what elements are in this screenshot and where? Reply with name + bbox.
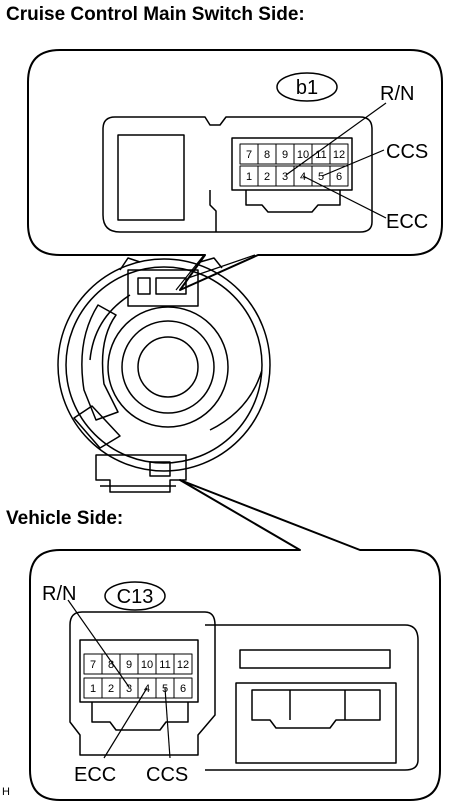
b1-leader-lines: [285, 102, 387, 219]
b1-label-ccs: CCS: [386, 141, 428, 163]
b1-pin-2: 2: [264, 171, 270, 183]
vehicle-side-callout: [29, 479, 441, 801]
c13-pin-10: 10: [141, 659, 153, 671]
c13-pin-12: 12: [177, 659, 189, 671]
c13-label-ccs: CCS: [146, 764, 188, 786]
c13-pin-11: 11: [159, 659, 170, 671]
c13-label-rn: R/N: [42, 583, 76, 605]
b1-pin-grid: [239, 143, 349, 187]
b1-pin-10: 10: [297, 149, 309, 161]
figure-code: H: [2, 786, 10, 798]
vehicle-side-heading: Vehicle Side:: [6, 508, 124, 529]
c13-pin-1: 1: [90, 683, 96, 695]
c13-connector-body: [69, 611, 419, 771]
b1-pin-9: 9: [282, 149, 288, 161]
b1-pin-8: 8: [264, 149, 270, 161]
c13-pin-8: 8: [108, 659, 114, 671]
switch-side-callout: [27, 49, 443, 291]
b1-pin-12: 12: [333, 149, 345, 161]
b1-callout-leader: [175, 254, 256, 291]
c13-code-badge: [104, 581, 166, 611]
switch-side-heading: Cruise Control Main Switch Side:: [6, 4, 305, 25]
c13-pin-grid: [83, 653, 193, 699]
b1-label-rn: R/N: [380, 83, 414, 105]
b1-pin-6: 6: [336, 171, 342, 183]
b1-pin-11: 11: [315, 149, 326, 161]
b1-pin-1: 1: [246, 171, 252, 183]
c13-pin-9: 9: [126, 659, 132, 671]
c13-label-ecc: ECC: [74, 764, 116, 786]
c13-pin-6: 6: [180, 683, 186, 695]
b1-pin-4: 4: [300, 171, 306, 183]
spiral-cable-assembly: [57, 257, 271, 493]
c13-pin-3: 3: [126, 683, 132, 695]
b1-pin-5: 5: [318, 171, 324, 183]
b1-pin-3: 3: [282, 171, 288, 183]
b1-code-label: b1: [296, 77, 318, 99]
c13-pin-2: 2: [108, 683, 114, 695]
c13-leader-lines: [67, 599, 171, 759]
c13-code-label: C13: [117, 586, 154, 608]
c13-pin-7: 7: [90, 659, 96, 671]
b1-connector-body: [102, 116, 373, 233]
b1-label-ecc: ECC: [386, 211, 428, 233]
b1-code-badge: [276, 72, 338, 102]
b1-pin-7: 7: [246, 149, 252, 161]
